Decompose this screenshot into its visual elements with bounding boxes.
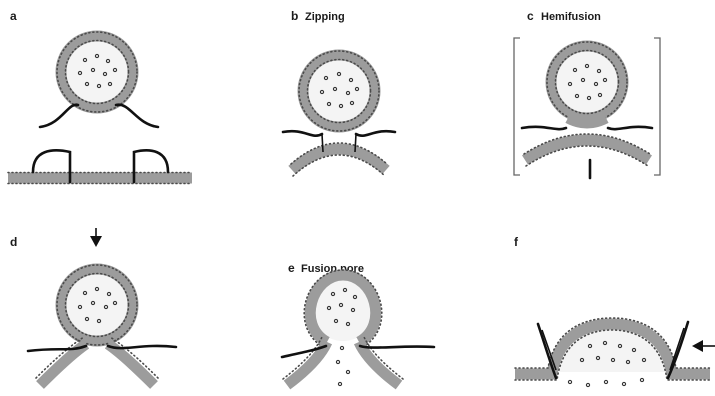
snare-right-stem [355,134,356,152]
panel-b-title: Zipping [305,11,345,23]
panel-c-letter: c [527,9,534,23]
panel-a: a [8,9,192,184]
arrow-down-icon [90,228,102,247]
hemifusion-stalk [568,118,606,123]
panel-b-letter: b [291,9,298,23]
snare-left [522,127,566,129]
panel-e-letter: e [288,261,295,275]
panel-d: d [10,228,176,385]
panel-e: e Fusion pore [282,261,434,386]
arrow-left-icon [692,340,715,352]
snare-left-stem [322,134,323,152]
snare-right [356,131,395,136]
bracket-right [654,38,660,175]
snare-right [360,346,434,348]
panel-f-letter: f [514,235,519,249]
panel-c: c Hemifusion [514,9,660,178]
snare-right-inner [670,328,684,370]
panel-d-letter: d [10,235,17,249]
bracket-left [514,38,520,175]
snare-left [283,131,322,136]
v-snare-left [40,105,78,127]
panel-a-letter: a [10,9,17,23]
v-snare-right [116,105,158,127]
panel-b: b Zipping [283,9,395,176]
panel-f: f [514,235,715,387]
panel-c-title: Hemifusion [541,11,601,23]
plasma-membrane-right [108,344,154,385]
snare-right [608,127,652,129]
